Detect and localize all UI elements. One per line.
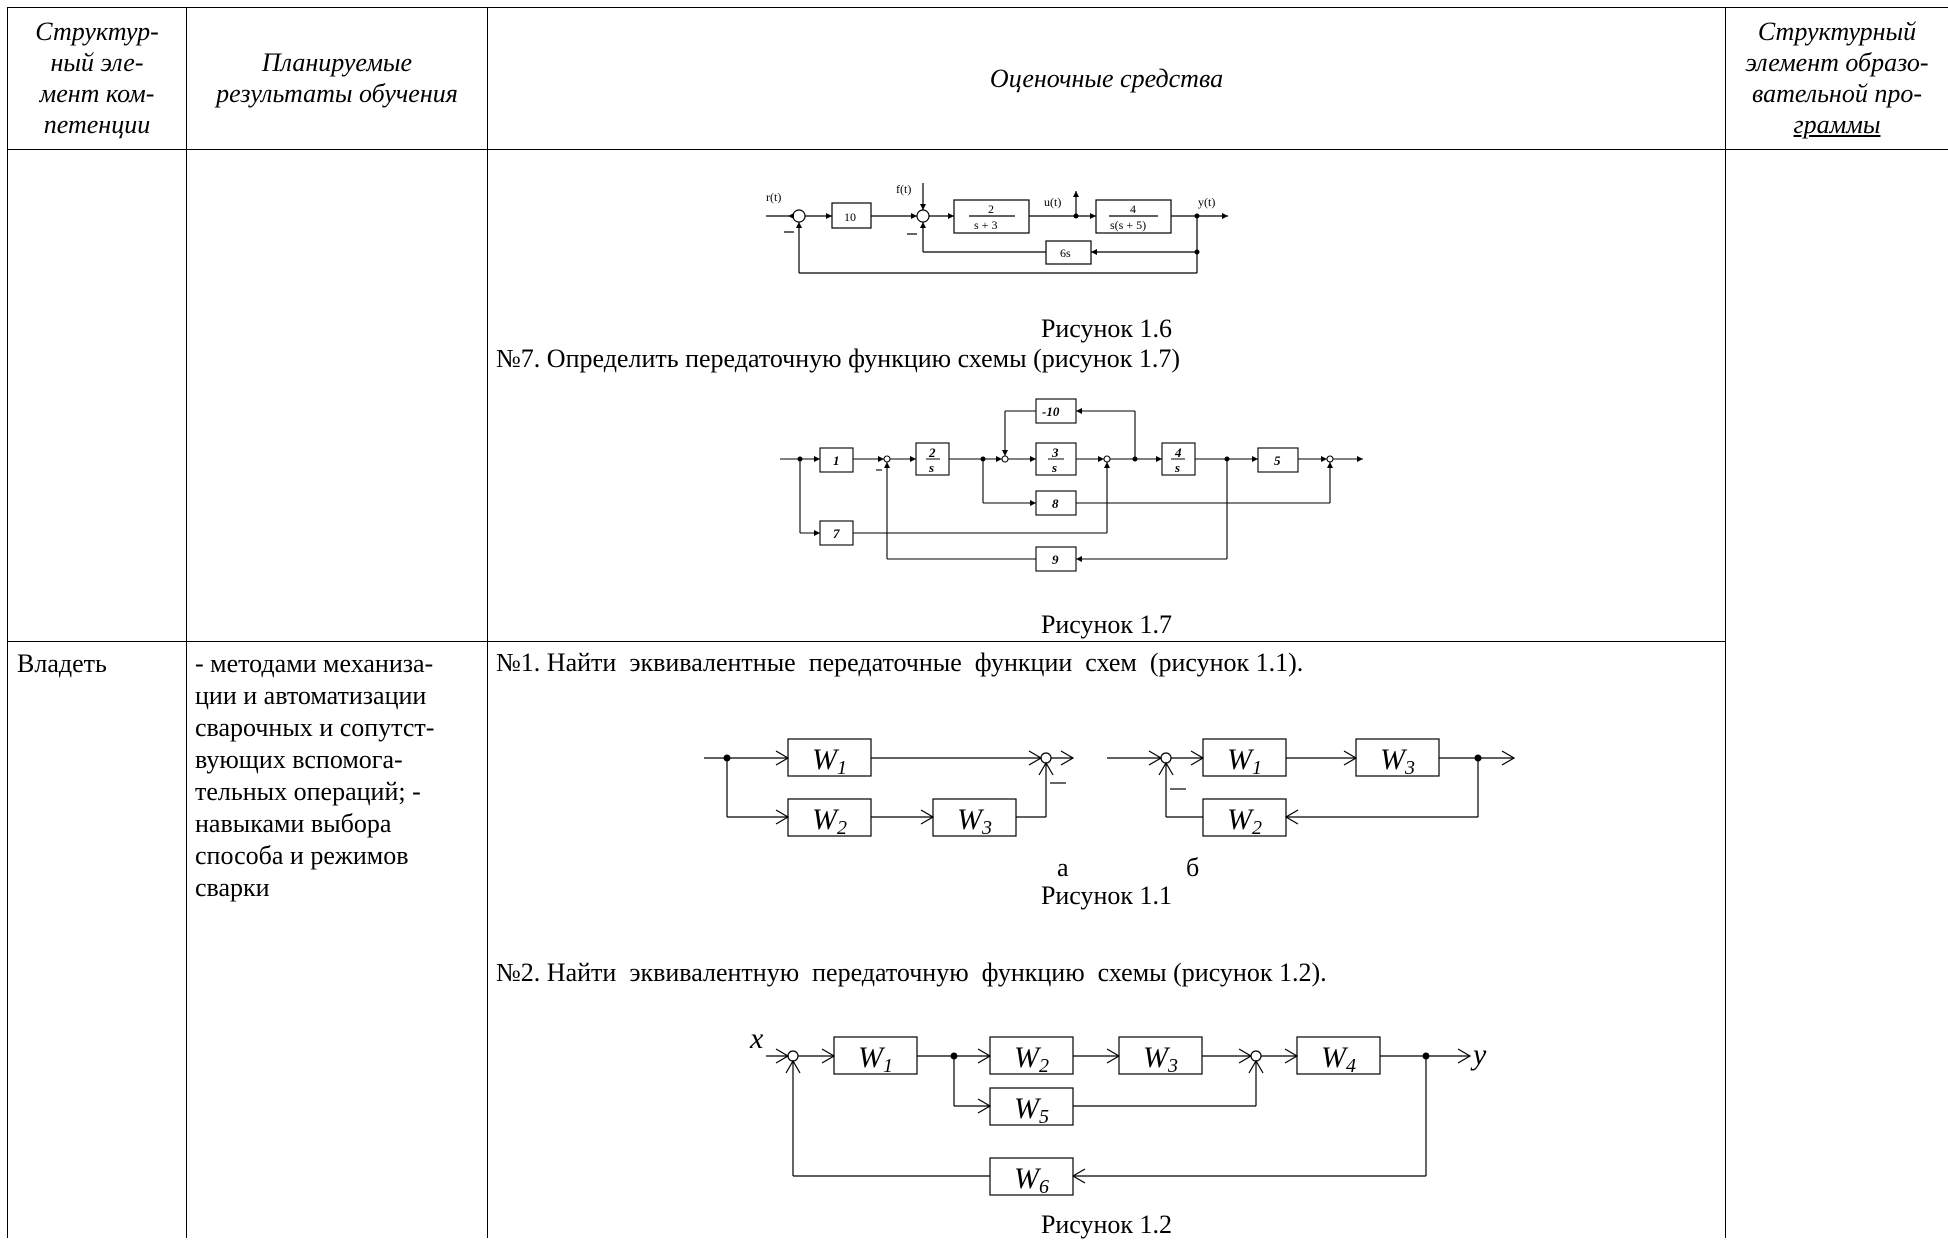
header-line: Структурный [1757, 17, 1917, 46]
block-diagram-fig-1-6: r(t) f(t) u(t) y(t) 10 2 s + 3 4 s(s + 5… [766, 183, 1228, 274]
task-2-text: №2. Найти эквивалентную передаточную фун… [496, 958, 1327, 987]
block-diagram-fig-1-2: x y W1 W2 W3 W4 W5 W6 [749, 1022, 1487, 1198]
w2-label-a: W2 [812, 803, 847, 839]
block-4-numerator: 4 [1174, 445, 1182, 460]
feedback-block-label: 6s [1060, 246, 1071, 260]
header-line: результаты обучения [216, 79, 458, 108]
header-competence-element: Структур- ный эле- мент ком- петенции [7, 7, 187, 149]
figure-caption: Рисунок 1.2 [1040, 1210, 1173, 1239]
header-line: вательной про- [1751, 79, 1922, 108]
block-minus10-label: -10 [1042, 404, 1060, 419]
block-3-denominator: s [1051, 460, 1057, 475]
header-line: ный эле- [50, 48, 144, 77]
signal-label-u: u(t) [1044, 195, 1061, 209]
header-line: петенции [43, 110, 151, 139]
result-line: сварки [195, 873, 270, 902]
w1-label-a: W1 [812, 743, 847, 779]
header-line: Оценочные средства [989, 63, 1224, 93]
header-line: Планируемые [261, 48, 413, 77]
block-1-label: 1 [833, 453, 840, 468]
w3-label-a: W3 [957, 803, 992, 839]
tf1-numerator: 2 [988, 202, 994, 216]
signal-label-r: r(t) [766, 190, 781, 204]
w2-label: W2 [1014, 1041, 1049, 1077]
block-4-denominator: s [1174, 460, 1180, 475]
table-border-left [7, 7, 8, 1238]
result-line: способа и режимов [195, 841, 409, 870]
output-label-y: y [1470, 1038, 1487, 1071]
signal-label-f: f(t) [896, 183, 911, 196]
block-3-numerator: 3 [1051, 445, 1059, 460]
w3-label: W3 [1143, 1041, 1178, 1077]
table-border-top [7, 7, 1948, 8]
result-line: - методами механиза- [195, 649, 434, 678]
block-9-label: 9 [1052, 552, 1059, 567]
header-program-element: Структурный элемент образо- вательной пр… [1726, 7, 1948, 149]
header-divider [7, 149, 1948, 150]
table-divider-col1 [186, 7, 187, 1238]
tf2-denominator: s(s + 5) [1110, 218, 1146, 232]
row-divider [7, 641, 1726, 642]
planned-results-cell: - методами механиза- ции и автоматизации… [195, 648, 485, 904]
w1-label: W1 [858, 1041, 893, 1077]
result-line: тельных операций; - [195, 777, 421, 806]
block-2-numerator: 2 [928, 445, 936, 460]
figure-caption: Рисунок 1.1 [1040, 881, 1173, 910]
signal-label-y: y(t) [1198, 195, 1215, 209]
w1-label-b: W1 [1227, 743, 1262, 779]
tf1-denominator: s + 3 [974, 218, 997, 232]
block-2-denominator: s [928, 460, 934, 475]
subfigure-label-a: а [1057, 853, 1069, 882]
w4-label: W4 [1321, 1041, 1356, 1077]
w5-label: W5 [1014, 1092, 1049, 1128]
header-line: элемент образо- [1745, 48, 1929, 77]
block-diagram-fig-1-1: W1 W2 W3 W1 W3 W2 [704, 738, 1516, 839]
table-divider-col3 [1725, 7, 1726, 1238]
figure-caption: Рисунок 1.6 [1040, 314, 1173, 343]
subfigure-label-b: б [1186, 853, 1200, 882]
assessment-table: Структур- ный эле- мент ком- петенции Пл… [7, 7, 1948, 1239]
tf2-numerator: 4 [1130, 202, 1136, 216]
table-divider-col2 [487, 7, 488, 1238]
block-diagram-fig-1-7: 1 2 s 3 s 4 s 5 7 8 9 -10 [780, 398, 1363, 572]
w6-label: W6 [1014, 1162, 1049, 1198]
block-8-label: 8 [1052, 496, 1059, 511]
input-label-x: x [749, 1022, 764, 1055]
header-planned-results: Планируемые результаты обучения [187, 7, 487, 149]
gain-block-label: 10 [844, 210, 856, 224]
task-7-text: №7. Определить передаточную функцию схем… [496, 344, 1181, 373]
result-line: сварочных и сопутст- [195, 713, 435, 742]
result-line: вующих вспомога- [195, 745, 403, 774]
w3-label-b: W3 [1380, 743, 1415, 779]
figure-caption: Рисунок 1.7 [1040, 610, 1173, 639]
result-line: навыками выбора [195, 809, 392, 838]
header-line: мент ком- [39, 79, 155, 108]
header-line: Структур- [35, 17, 159, 46]
task-1-text: №1. Найти эквивалентные передаточные фун… [496, 648, 1304, 677]
header-assessment-tools: Оценочные средства [488, 7, 1725, 149]
result-line: ции и автоматизации [195, 681, 427, 710]
competence-element-cell: Владеть [17, 649, 107, 678]
block-5-label: 5 [1274, 453, 1281, 468]
block-7-label: 7 [833, 526, 840, 541]
w2-label-b: W2 [1227, 803, 1262, 839]
header-line: граммы [1793, 110, 1881, 139]
